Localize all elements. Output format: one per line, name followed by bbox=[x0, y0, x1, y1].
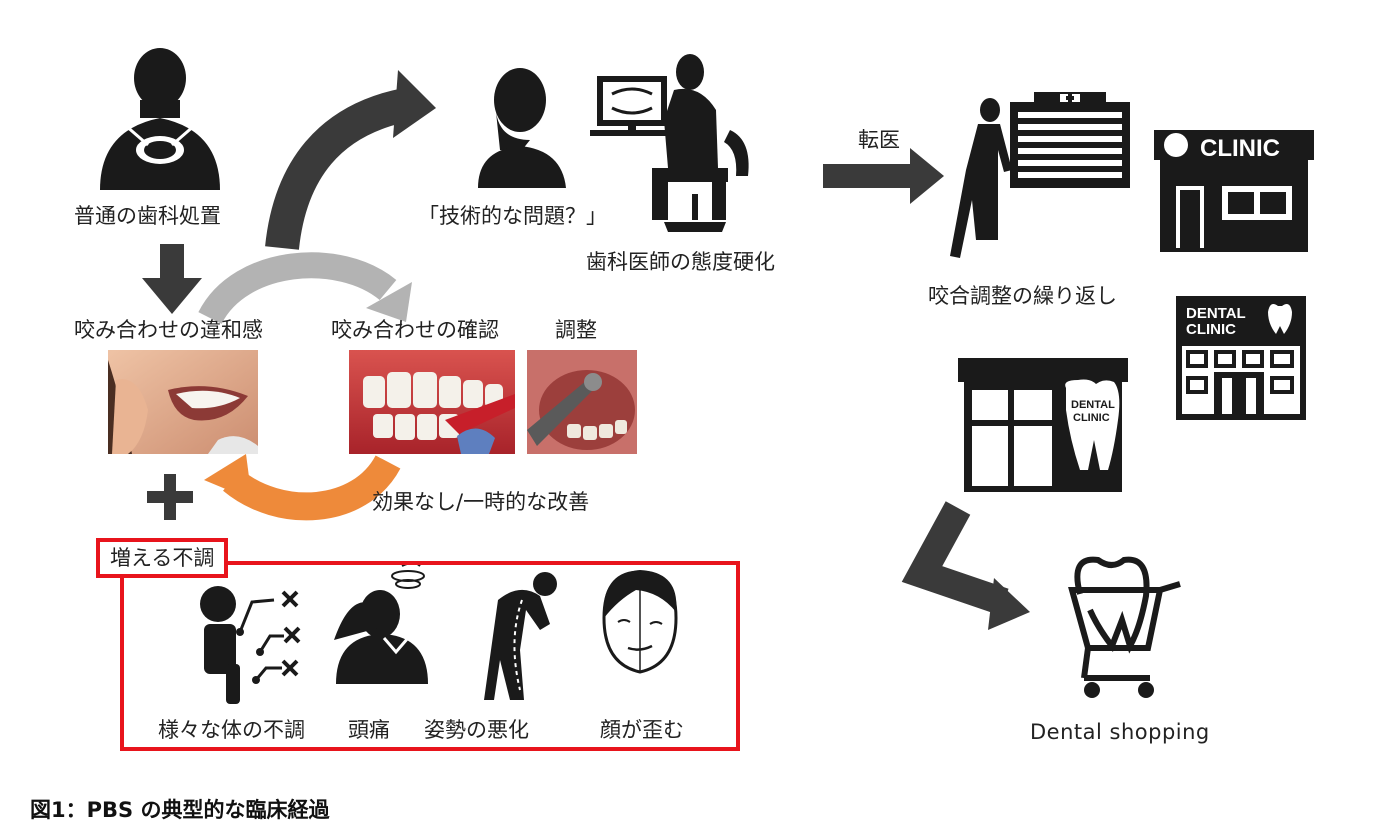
bite-check-photo bbox=[349, 350, 515, 454]
plus-sign bbox=[147, 474, 193, 520]
bite-discomfort-photo bbox=[108, 350, 258, 454]
tooth-sign-line2: CLINIC bbox=[1073, 412, 1110, 424]
tooth-sign-line1: DENTAL bbox=[1071, 399, 1115, 411]
tooth-sign-clinic-icon bbox=[958, 358, 1128, 492]
transfer-arrow bbox=[823, 148, 944, 204]
shopping-cart-icon bbox=[1068, 556, 1181, 681]
distorted-face-icon bbox=[602, 570, 678, 674]
orange-return-arrow bbox=[204, 454, 401, 521]
label-body-symptoms: 様々な体の不調 bbox=[158, 718, 305, 742]
curved-up-arrow bbox=[265, 70, 436, 251]
dentist-at-computer-icon bbox=[590, 54, 749, 232]
patient-thinking-icon bbox=[478, 68, 566, 188]
dental-clinic-sign-line2: CLINIC bbox=[1186, 321, 1236, 338]
label-transfer: 転医 bbox=[858, 128, 900, 152]
symptoms-box bbox=[120, 561, 740, 751]
label-bite-discomfort: 咬み合わせの違和感 bbox=[74, 318, 263, 342]
dentist-treatment-icon bbox=[100, 48, 220, 190]
label-headache: 頭痛 bbox=[348, 718, 390, 742]
figure-caption: 図1：PBS の典型的な臨床経過 bbox=[30, 798, 330, 822]
label-technical-problem: 「技術的な問題？」 bbox=[418, 204, 607, 228]
label-dentist-attitude: 歯科医師の態度硬化 bbox=[586, 250, 775, 274]
dental-clinic-sign-line1: DENTAL bbox=[1186, 305, 1246, 322]
clinic-sign-text: CLINIC bbox=[1200, 135, 1280, 162]
x-marks bbox=[281, 590, 301, 677]
label-no-effect: 効果なし/一時的な改善 bbox=[372, 490, 590, 514]
headache-icon bbox=[334, 590, 428, 684]
label-increasing-symptoms: 増える不調 bbox=[96, 538, 229, 578]
label-face-distortion: 顔が歪む bbox=[600, 718, 684, 742]
bent-down-arrow bbox=[901, 501, 1030, 630]
label-bite-check: 咬み合わせの確認 bbox=[331, 318, 499, 342]
bad-posture-icon bbox=[484, 572, 557, 700]
cart-wheels bbox=[1084, 682, 1154, 698]
adjustment-photo bbox=[527, 350, 637, 454]
hospital-building-icon bbox=[1010, 92, 1130, 188]
walking-patient-icon bbox=[950, 98, 1012, 258]
label-normal-treatment: 普通の歯科処置 bbox=[74, 204, 221, 228]
dental-clinic-building-icon bbox=[1176, 296, 1306, 420]
label-repeat-adjustment: 咬合調整の繰り返し bbox=[928, 284, 1117, 308]
symptom-lines bbox=[238, 598, 284, 681]
label-dental-shopping: Dental shopping bbox=[1030, 720, 1210, 744]
clinic-building-icon bbox=[1154, 130, 1314, 252]
spine-curve bbox=[513, 599, 523, 691]
label-posture: 姿勢の悪化 bbox=[424, 718, 529, 742]
down-arrow bbox=[142, 244, 202, 314]
label-adjustment: 調整 bbox=[555, 318, 597, 342]
gray-curved-arrow bbox=[198, 252, 412, 325]
headache-swirl-icon bbox=[391, 562, 425, 589]
